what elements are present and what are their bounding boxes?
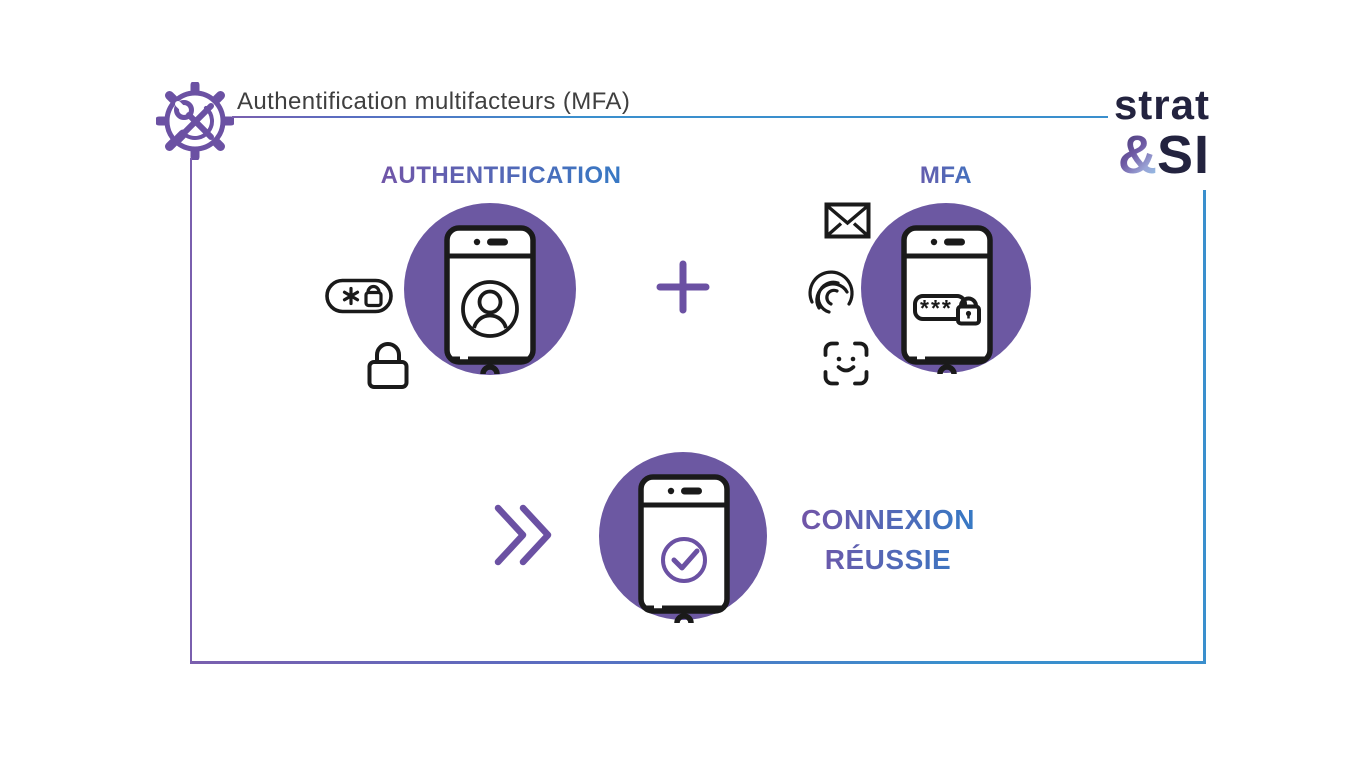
result-section-label: CONNEXION RÉUSSIE [775, 500, 1001, 580]
page-title: Authentification multifacteurs (MFA) [237, 88, 631, 115]
frame-right-line [1203, 190, 1206, 661]
mfa-section-label: MFA [886, 162, 1006, 190]
phone-password-icon: *** [901, 225, 993, 375]
logo-ampersand: & [1117, 125, 1157, 185]
fingerprint-icon [808, 270, 854, 314]
title-underline [232, 116, 1108, 118]
logo-si: SI [1156, 125, 1210, 185]
logo-text-bottom: &SI [1118, 128, 1210, 182]
brand-logo: strat &SI [1090, 81, 1210, 183]
double-chevron-icon [494, 504, 552, 566]
asterisk-icon [342, 286, 360, 306]
padlock-icon [367, 342, 409, 389]
plus-icon [656, 260, 710, 314]
auth-section-label: AUTHENTIFICATION [340, 162, 662, 190]
check-mark [671, 548, 700, 571]
envelope-icon [824, 202, 871, 239]
result-label-line2: RÉUSSIE [824, 544, 952, 575]
password-pill-icon [325, 278, 393, 314]
frame-left-line [190, 158, 192, 662]
logo-text-top: strat [1113, 81, 1210, 128]
face-id-icon [823, 341, 869, 386]
phone-check-icon [638, 474, 730, 624]
gear-tools-icon [156, 82, 234, 160]
frame-bottom-line [190, 661, 1206, 664]
check-circle [661, 537, 707, 583]
result-label-line1: CONNEXION [800, 504, 976, 535]
password-mask-text: *** [920, 295, 953, 321]
phone-user-icon [444, 225, 536, 375]
